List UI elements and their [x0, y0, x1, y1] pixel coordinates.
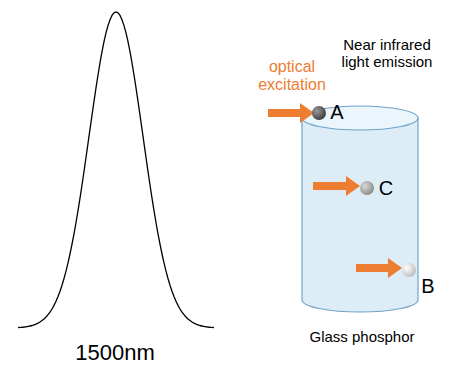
emission-spectrum	[18, 12, 214, 328]
emission-label: Near infrared light emission	[328, 36, 446, 71]
excitation-arrows	[268, 103, 402, 278]
point-label: A	[325, 101, 349, 124]
point-label: B	[416, 275, 440, 298]
glass-cylinder	[302, 118, 418, 312]
point-label: C	[374, 177, 398, 200]
point-b	[402, 263, 416, 277]
caption-label: Glass phosphor	[297, 328, 427, 345]
wavelength-label: 1500nm	[55, 340, 175, 365]
cylinder-top	[302, 106, 418, 130]
excitation-label: optical excitation	[249, 58, 335, 95]
point-a	[312, 106, 326, 120]
point-c	[360, 181, 374, 195]
